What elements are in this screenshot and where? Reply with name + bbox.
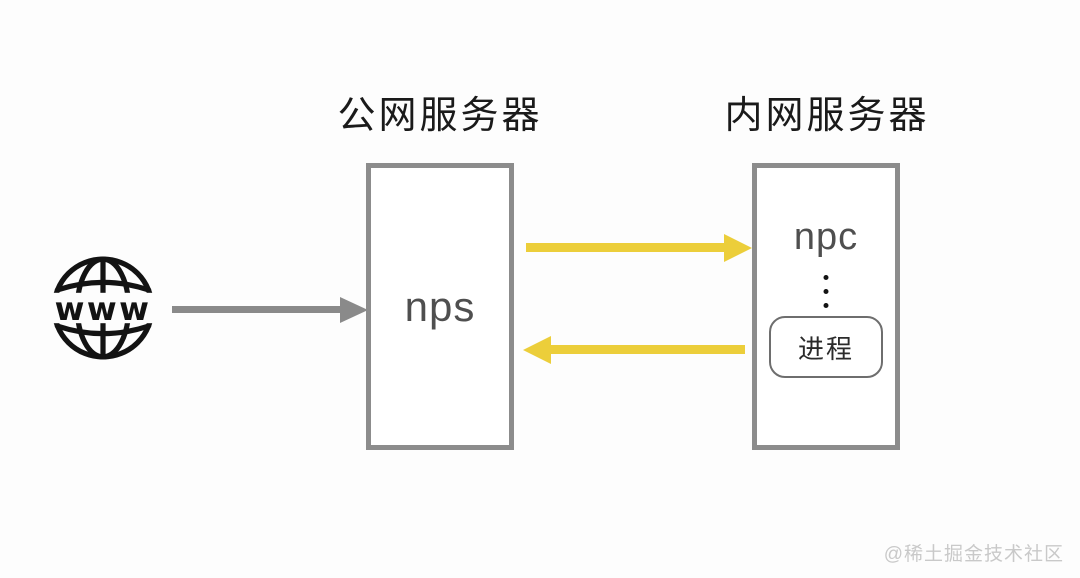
arrow-shaft [526,243,726,252]
arrow-head-right-icon [724,234,752,262]
vertical-ellipsis-icon [823,270,829,312]
internal-server-title: 内网服务器 [724,95,930,137]
npc-label: npc [793,216,859,258]
arrow-head-right-icon [340,297,368,323]
watermark: @稀土掘金技术社区 [883,544,1064,565]
nps-server-box: nps [366,163,514,450]
public-server-title: 公网服务器 [337,95,543,137]
nps-label: nps [404,282,476,330]
arrow-shaft [549,345,745,354]
npc-server-box: npc 进程 [752,163,900,450]
www-label: www [55,290,152,328]
process-box: 进程 [769,316,883,378]
www-globe-icon: www [46,256,160,360]
arrow-head-left-icon [523,336,551,364]
process-label: 进程 [797,333,854,364]
arrow-shaft [172,306,342,313]
